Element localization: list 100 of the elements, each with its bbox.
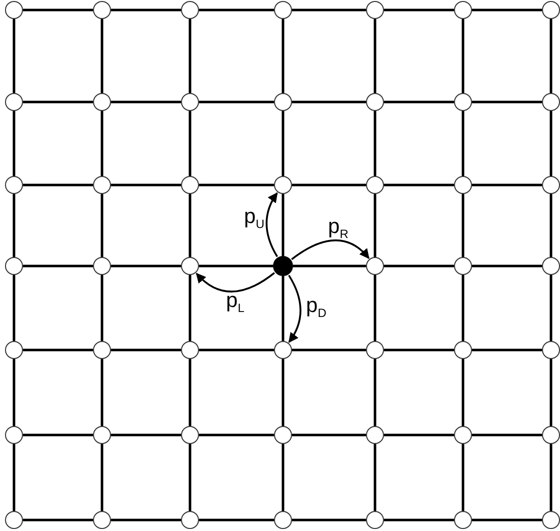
grid-line bbox=[23, 434, 93, 436]
grid-line bbox=[100, 194, 104, 257]
grid-line bbox=[374, 444, 376, 511]
grid-line bbox=[100, 359, 104, 426]
lattice-node bbox=[454, 1, 472, 19]
grid-line bbox=[472, 518, 542, 522]
grid-line bbox=[550, 19, 552, 93]
grid-line bbox=[472, 8, 542, 12]
grid-line bbox=[12, 194, 16, 257]
grid-line bbox=[472, 264, 542, 268]
grid-line bbox=[100, 275, 104, 341]
lattice-node bbox=[454, 341, 472, 359]
lattice-node bbox=[274, 1, 292, 19]
lattice-node bbox=[274, 93, 292, 111]
lattice-node bbox=[181, 1, 199, 19]
grid-line bbox=[23, 264, 93, 268]
edge-label: p$_{L}$ bbox=[226, 290, 244, 314]
lattice-node bbox=[181, 341, 199, 359]
grid-line bbox=[282, 359, 284, 426]
curved-arrow bbox=[288, 274, 302, 343]
grid-line bbox=[111, 264, 181, 268]
lattice-node bbox=[366, 511, 384, 529]
grid-line bbox=[472, 434, 542, 436]
grid-line bbox=[292, 348, 366, 352]
lattice-node bbox=[366, 93, 384, 111]
lattice-node bbox=[454, 257, 472, 275]
grid-line bbox=[12, 19, 16, 93]
lattice-node bbox=[93, 93, 111, 111]
lattice-node bbox=[274, 426, 292, 444]
grid-line bbox=[188, 194, 192, 257]
grid-line bbox=[384, 184, 454, 186]
lattice-node bbox=[181, 93, 199, 111]
lattice-node bbox=[366, 176, 384, 194]
lattice-node bbox=[93, 341, 111, 359]
grid-line bbox=[199, 8, 274, 12]
lattice-node bbox=[274, 341, 292, 359]
grid-line bbox=[199, 348, 274, 352]
grid-line bbox=[12, 275, 16, 341]
grid-line bbox=[23, 8, 93, 12]
grid-line bbox=[199, 434, 274, 436]
grid-line bbox=[374, 275, 376, 341]
grid-line bbox=[550, 359, 552, 426]
grid-line bbox=[550, 275, 552, 341]
grid-line bbox=[100, 111, 104, 176]
grid-line bbox=[23, 348, 93, 352]
lattice-node bbox=[181, 511, 199, 529]
grid-line bbox=[462, 359, 464, 426]
lattice-node bbox=[93, 426, 111, 444]
lattice-node bbox=[93, 1, 111, 19]
lattice-node bbox=[542, 257, 560, 275]
lattice-node bbox=[542, 511, 560, 529]
grid-line bbox=[111, 434, 181, 436]
grid-line bbox=[374, 111, 376, 176]
grid-line bbox=[462, 111, 464, 176]
lattice-node bbox=[454, 426, 472, 444]
lattice-node bbox=[454, 93, 472, 111]
grid-line bbox=[282, 19, 284, 93]
lattice-node bbox=[181, 176, 199, 194]
grid-line bbox=[293, 264, 366, 268]
grid-line bbox=[462, 19, 464, 93]
grid-line bbox=[188, 359, 192, 426]
grid-line bbox=[100, 444, 104, 511]
grid-line bbox=[462, 194, 464, 257]
lattice-node bbox=[5, 1, 23, 19]
curved-arrow bbox=[291, 240, 370, 260]
lattice-node bbox=[93, 257, 111, 275]
grid-line bbox=[292, 518, 366, 522]
grid-line bbox=[550, 111, 552, 176]
grid-line bbox=[292, 100, 366, 104]
grid-line bbox=[111, 518, 181, 522]
grid-line bbox=[374, 359, 376, 426]
grid-line bbox=[188, 19, 192, 93]
grid-line bbox=[462, 275, 464, 341]
walker-dot bbox=[273, 256, 293, 276]
lattice-node bbox=[542, 93, 560, 111]
lattice-node bbox=[274, 511, 292, 529]
grid-line bbox=[23, 184, 93, 186]
grid-line bbox=[462, 444, 464, 511]
edge-label: p$_{U}$ bbox=[244, 206, 264, 230]
edge-label: p$_{R}$ bbox=[328, 216, 348, 240]
grid-line bbox=[384, 348, 454, 352]
grid-line bbox=[12, 111, 16, 176]
grid-line bbox=[282, 194, 284, 256]
lattice-node bbox=[366, 257, 384, 275]
grid-line bbox=[292, 8, 366, 12]
lattice-node bbox=[366, 341, 384, 359]
grid-line bbox=[188, 444, 192, 511]
grid-line bbox=[199, 184, 274, 186]
grid-line bbox=[384, 264, 454, 268]
lattice-node bbox=[93, 511, 111, 529]
grid-line bbox=[23, 100, 93, 104]
grid-line bbox=[188, 111, 192, 176]
lattice-node bbox=[454, 511, 472, 529]
grid-line bbox=[111, 100, 181, 104]
lattice-node bbox=[454, 176, 472, 194]
grid-line bbox=[292, 434, 366, 436]
grid-line bbox=[472, 184, 542, 186]
grid-line bbox=[384, 100, 454, 104]
lattice-node bbox=[181, 257, 199, 275]
grid-line bbox=[472, 348, 542, 352]
